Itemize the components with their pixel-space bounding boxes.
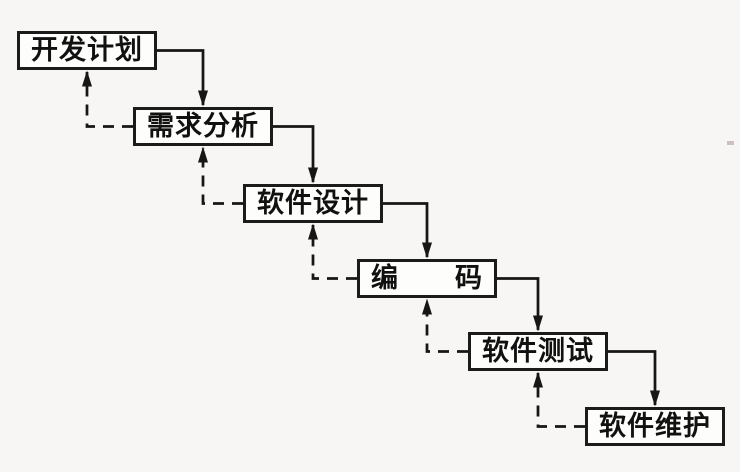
feedback-arrow-maintenance-to-testing [533, 371, 585, 428]
forward-arrow-design-to-coding [383, 202, 432, 259]
stage-box-requirements-analysis: 需求分析 [133, 107, 273, 146]
stage-label-requirements-analysis: 需求分析 [147, 111, 259, 141]
stage-box-software-design: 软件设计 [243, 184, 383, 223]
stage-box-coding: 编 码 [357, 259, 497, 298]
feedback-arrow-coding-to-design [308, 223, 357, 280]
forward-arrow-testing-to-maintenance [608, 350, 660, 407]
forward-arrow-plan-to-requirements [157, 49, 208, 107]
stage-label-development-plan: 开发计划 [31, 35, 143, 65]
stage-box-software-testing: 软件测试 [468, 332, 608, 371]
scan-artifact-mark [727, 141, 734, 145]
feedback-arrow-testing-to-coding [422, 298, 468, 353]
forward-arrow-requirements-to-design [273, 125, 318, 184]
feedback-arrow-requirements-to-plan [82, 70, 133, 128]
stage-label-software-design: 软件设计 [257, 188, 369, 218]
stage-label-software-testing: 软件测试 [482, 336, 594, 366]
stage-box-software-maintenance: 软件维护 [585, 407, 725, 446]
stage-box-development-plan: 开发计划 [17, 31, 157, 70]
stage-label-software-maintenance: 软件维护 [599, 411, 711, 441]
stage-label-coding: 编 码 [371, 263, 483, 293]
forward-arrow-coding-to-testing [497, 277, 543, 332]
feedback-arrow-design-to-requirements [198, 146, 243, 205]
